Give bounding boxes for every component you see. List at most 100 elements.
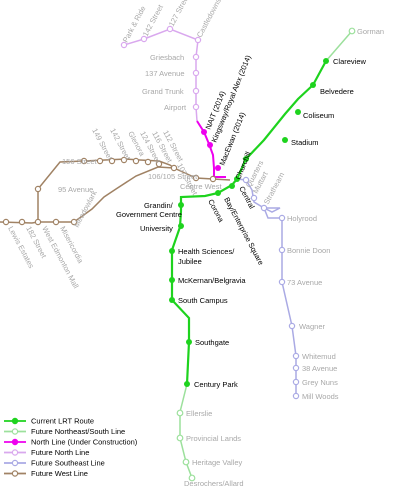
station-dot-airport[interactable] [192, 103, 200, 111]
label-meadowlark: Meadowlark [72, 189, 99, 229]
label-73-avenue: 73 Avenue [287, 278, 322, 287]
station-dot-misericordia[interactable] [52, 218, 60, 226]
label-wagner: Wagner [299, 322, 325, 331]
legend-dot-swatch [11, 417, 19, 425]
station-dot-university[interactable] [178, 223, 184, 229]
legend-item: Future North Line [4, 448, 89, 457]
label-clareview: Clareview [333, 57, 367, 66]
station-dot-grey-nuns[interactable] [292, 378, 300, 386]
station-dot-centre-west[interactable] [192, 174, 200, 182]
station-dot-182-street[interactable] [18, 218, 26, 226]
station-dot-castledowns[interactable] [194, 36, 202, 44]
station-dot-142w-street[interactable] [108, 157, 116, 165]
station-dot-century-park[interactable] [184, 381, 190, 387]
label-grandin-1: Grandin/ [144, 201, 174, 210]
legend-label: Future North Line [31, 448, 89, 457]
label-southgate: Southgate [195, 338, 229, 347]
station-dot-grand-trunk[interactable] [192, 87, 200, 95]
label-health-1: Health Sciences/ [178, 247, 235, 256]
station-dot-stadium[interactable] [282, 137, 288, 143]
legend-dot-swatch [11, 459, 19, 467]
station-dot-grandin[interactable] [178, 202, 184, 208]
station-dot-149-street[interactable] [96, 157, 104, 165]
current-stations [169, 58, 329, 387]
station-dot-provincial-lands[interactable] [176, 434, 184, 442]
station-dot-health[interactable] [169, 248, 175, 254]
station-dot-lewis[interactable] [2, 218, 10, 226]
legend-dot-swatch [11, 428, 19, 435]
station-dot-glenora[interactable] [120, 156, 128, 164]
future-north-stations [120, 25, 202, 111]
station-dot-bay[interactable] [229, 183, 235, 189]
station-dot-kingsway[interactable] [207, 142, 213, 148]
station-dot-142-street[interactable] [140, 35, 148, 43]
label-centre-west: Centre West [180, 182, 222, 191]
future-northeast-line [325, 30, 353, 62]
station-dot-clareview[interactable] [323, 58, 329, 64]
legend-label: Current LRT Route [31, 417, 94, 426]
station-dot-strathearn[interactable] [260, 204, 268, 212]
label-south-campus: South Campus [178, 296, 228, 305]
label-mill-woods: Mill Woods [302, 392, 339, 401]
legend-item: North Line (Under Construction) [4, 438, 138, 447]
station-dot-desrochers[interactable] [188, 474, 196, 482]
label-century-park: Century Park [194, 380, 238, 389]
station-dot-112-street[interactable] [155, 160, 163, 168]
station-dot-meadowlark[interactable] [70, 218, 78, 226]
station-dot-mckernan[interactable] [169, 277, 175, 283]
station-dot-116-street[interactable] [144, 158, 152, 166]
station-dot-ellerslie[interactable] [176, 409, 184, 417]
label-university: University [140, 224, 173, 233]
station-dot-wem[interactable] [34, 218, 42, 226]
station-dot-southgate[interactable] [186, 339, 192, 345]
station-dot-central[interactable] [234, 176, 240, 182]
future-west-stations [2, 156, 217, 226]
station-dot-belvedere[interactable] [310, 82, 316, 88]
station-dot-churchill[interactable] [243, 156, 249, 162]
station-dot-38-avenue[interactable] [292, 364, 300, 372]
station-dot-muttart[interactable] [250, 194, 258, 202]
station-dot-bonnie-doon[interactable] [278, 246, 286, 254]
station-dot-73-avenue[interactable] [278, 278, 286, 286]
station-dot-95-avenue[interactable] [34, 185, 42, 193]
station-dot-quarters[interactable] [242, 176, 250, 184]
legend-label: Future Northeast/South Line [31, 427, 125, 436]
future-west-line-2 [38, 166, 175, 223]
legend-item: Future West Line [4, 469, 88, 478]
station-dot-106-street[interactable] [209, 175, 217, 183]
station-dot-156-street[interactable] [80, 157, 88, 165]
station-dot-park-ride[interactable] [120, 41, 128, 49]
label-156-street: 156 Street [62, 157, 98, 166]
station-dot-127-street[interactable] [166, 25, 174, 33]
north-construction-stations [201, 129, 221, 171]
label-whitemud: Whitemud [302, 352, 336, 361]
label-grey-nuns: Grey Nuns [302, 378, 338, 387]
station-dot-holyrood[interactable] [278, 214, 286, 222]
station-dot-124-street[interactable] [132, 157, 140, 165]
station-dot-coliseum[interactable] [295, 109, 301, 115]
label-137-avenue: 137 Avenue [145, 69, 185, 78]
label-grand-trunk: Grand Trunk [142, 87, 184, 96]
label-health-2: Jubilee [178, 257, 202, 266]
label-gorman: Gorman [357, 27, 384, 36]
label-coliseum: Coliseum [303, 111, 334, 120]
legend-item: Current LRT Route [4, 417, 94, 426]
label-belvedere: Belvedere [320, 87, 354, 96]
station-dot-107-street[interactable] [170, 164, 178, 172]
station-dot-macewan[interactable] [215, 165, 221, 171]
station-dot-griesbach[interactable] [192, 53, 200, 61]
station-dot-137-avenue[interactable] [192, 69, 200, 77]
label-holyrood: Holyrood [287, 214, 317, 223]
station-dot-whitemud[interactable] [292, 352, 300, 360]
legend-item: Future Northeast/South Line [4, 427, 125, 436]
station-dot-gorman[interactable] [348, 27, 356, 35]
station-dot-heritage-valley[interactable] [182, 458, 190, 466]
station-dot-south-campus[interactable] [169, 297, 175, 303]
label-127-street: 127 Street [167, 0, 192, 28]
station-dot-nait[interactable] [201, 129, 207, 135]
station-dot-wagner[interactable] [288, 322, 296, 330]
station-dot-corona[interactable] [215, 190, 221, 196]
station-dot-mill-woods[interactable] [292, 392, 300, 400]
